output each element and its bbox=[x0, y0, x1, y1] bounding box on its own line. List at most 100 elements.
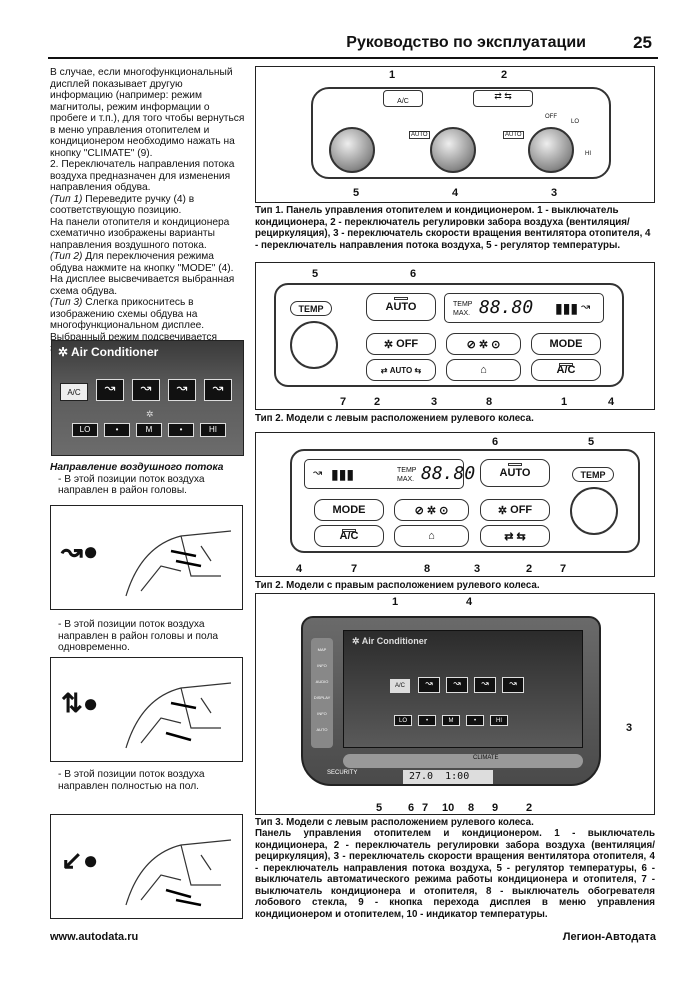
climate-button[interactable]: CLIMATE bbox=[473, 755, 499, 761]
ac-button[interactable]: A/C bbox=[60, 383, 88, 401]
ac-button[interactable]: A/C bbox=[390, 679, 410, 693]
callout-2: 2 bbox=[526, 563, 533, 575]
temperature-dial[interactable] bbox=[290, 321, 338, 369]
display-temp-value: 88.80 bbox=[421, 463, 476, 484]
callout-2: 2 bbox=[526, 802, 533, 814]
face-mode-icon[interactable]: ↝ bbox=[96, 379, 124, 401]
defroster-button[interactable]: ⌂ bbox=[394, 525, 469, 547]
airflow-heading: Направление воздушного потока bbox=[50, 462, 224, 473]
fan-lo-button[interactable]: LO bbox=[72, 423, 98, 437]
fan-step-button[interactable]: • bbox=[418, 715, 436, 726]
mode-button[interactable]: MODE bbox=[314, 499, 384, 521]
callout-2: 2 bbox=[374, 396, 381, 408]
airflow-text-1: - В этой позиции поток воздуха направлен… bbox=[58, 473, 205, 497]
floor-defrost-mode-icon[interactable]: ↝ bbox=[502, 677, 524, 693]
fan-lo-button[interactable]: LO bbox=[394, 715, 412, 726]
temp-button[interactable]: TEMP bbox=[290, 301, 332, 316]
callout-6: 6 bbox=[410, 268, 417, 280]
defroster-button[interactable]: ⌂ bbox=[446, 359, 521, 381]
fan-speed-knob[interactable] bbox=[528, 127, 574, 173]
callout-7: 7 bbox=[340, 396, 347, 408]
side-button[interactable]: AUDIO bbox=[315, 679, 329, 684]
side-button[interactable]: MAP bbox=[317, 647, 327, 652]
fan-hi-button[interactable]: HI bbox=[200, 423, 226, 437]
ac-switch[interactable]: A/C bbox=[383, 90, 423, 107]
figure-type2-left: TEMP AUTO TEMP MAX. 88.80 ▮▮▮ ↝ ✲ OFF ⊘ … bbox=[255, 262, 655, 410]
airflow-icon: ↝ bbox=[313, 467, 323, 479]
fan-speed-switch[interactable]: ⊘ ✲ ⊙ bbox=[394, 499, 469, 521]
callout-8: 8 bbox=[486, 396, 493, 408]
off-button[interactable]: ✲ OFF bbox=[480, 499, 550, 521]
fan-level-icon: ▮▮▮ bbox=[555, 300, 579, 316]
auto-button[interactable]: AUTO bbox=[366, 293, 436, 321]
climate-display: TEMP MAX. 88.80 ▮▮▮ ↝ bbox=[444, 293, 604, 323]
side-button[interactable]: DISPLAY bbox=[313, 695, 331, 700]
callout-6: 6 bbox=[408, 802, 415, 814]
security-label: SECURITY bbox=[327, 770, 358, 776]
car-interior-drawing bbox=[125, 839, 232, 907]
temp-button[interactable]: TEMP bbox=[572, 467, 614, 482]
fan-step-button[interactable]: • bbox=[168, 423, 194, 437]
lo-label: LO bbox=[571, 119, 580, 125]
paragraph: В случае, если многофункциональный диспл… bbox=[50, 67, 245, 159]
figure-type3-description: Панель управления отопителем и кондицион… bbox=[255, 828, 655, 920]
bilevel-mode-icon[interactable]: ↝ bbox=[446, 677, 468, 693]
callout-7: 7 bbox=[560, 563, 567, 575]
figure-type1-panel: A/C ⇄ ⇆ AUTO AUTO OFF LO HI 1 2 3 4 5 bbox=[255, 66, 655, 203]
display-temp-value: 88.80 bbox=[479, 297, 534, 318]
face-mode-icon[interactable]: ↝ bbox=[418, 677, 440, 693]
paragraph: (Тип 1) Переведите ручку (4) в соответст… bbox=[50, 193, 195, 217]
side-button[interactable]: AUTO bbox=[316, 727, 328, 732]
paragraph: 2. Переключатель направления потока возд… bbox=[50, 159, 235, 193]
fan-speed-switch[interactable]: ⊘ ✲ ⊙ bbox=[446, 333, 521, 355]
page-number: 25 bbox=[633, 33, 652, 52]
temperature-dial[interactable] bbox=[570, 487, 618, 535]
ac-button[interactable]: A/C bbox=[314, 525, 384, 547]
page-header: Руководство по эксплуатации 25 bbox=[48, 33, 658, 59]
side-button-column: MAP INFO AUDIO DISPLAY INFO AUTO bbox=[311, 638, 333, 748]
fan-icon: ✲ bbox=[352, 636, 360, 646]
fan-m-button[interactable]: M bbox=[136, 423, 162, 437]
fan-icon: ✲ bbox=[58, 345, 69, 359]
callout-4: 4 bbox=[608, 396, 615, 408]
figure-type1-caption: Тип 1. Панель управления отопителем и ко… bbox=[255, 205, 651, 251]
floor-defrost-mode-icon[interactable]: ↝ bbox=[204, 379, 232, 401]
airflow-figure-floor: ↙● bbox=[50, 814, 243, 919]
side-button[interactable]: INFO bbox=[317, 663, 327, 668]
floor-mode-icon[interactable]: ↝ bbox=[474, 677, 496, 693]
callout-1: 1 bbox=[561, 396, 568, 408]
off-button[interactable]: ✲ OFF bbox=[366, 333, 436, 355]
left-text-block: В случае, если многофункциональный диспл… bbox=[50, 67, 246, 354]
callout-3: 3 bbox=[431, 396, 438, 408]
recirculation-switch[interactable]: ⇄ AUTO ⇆ bbox=[366, 359, 436, 381]
fan-step-button[interactable]: • bbox=[466, 715, 484, 726]
floor-mode-icon[interactable]: ↝ bbox=[168, 379, 196, 401]
callout-9: 9 bbox=[492, 802, 499, 814]
callout-3: 3 bbox=[551, 187, 558, 199]
callout-4: 4 bbox=[466, 596, 473, 608]
floor-airflow-icon: ↙● bbox=[61, 845, 99, 875]
figure-type3-panel: MAP INFO AUDIO DISPLAY INFO AUTO ✲ Air C… bbox=[255, 593, 655, 815]
side-button[interactable]: INFO bbox=[317, 711, 327, 716]
bilevel-mode-icon[interactable]: ↝ bbox=[132, 379, 160, 401]
auto-button[interactable]: AUTO bbox=[480, 459, 550, 487]
auto-indicator: AUTO bbox=[409, 131, 430, 139]
airflow-text-3: - В этой позиции поток воздуха направлен… bbox=[58, 769, 205, 792]
airflow-direction-knob[interactable] bbox=[430, 127, 476, 173]
callout-1: 1 bbox=[392, 596, 399, 608]
temperature-knob[interactable] bbox=[329, 127, 375, 173]
hvac-panel-type2: TEMP AUTO TEMP MAX. 88.80 ▮▮▮ ↝ ✲ OFF ⊘ … bbox=[274, 283, 624, 387]
callout-8: 8 bbox=[424, 563, 431, 575]
fan-hi-button[interactable]: HI bbox=[490, 715, 508, 726]
fan-step-button[interactable]: • bbox=[104, 423, 130, 437]
hvac-panel-type2-rhd: ↝ ▮▮▮ TEMP MAX. 88.80 AUTO TEMP MODE ⊘ ✲… bbox=[290, 449, 640, 553]
display-max-label: MAX. bbox=[453, 310, 471, 317]
fan-m-button[interactable]: M bbox=[442, 715, 460, 726]
recirculation-switch[interactable]: ⇄ ⇆ bbox=[480, 525, 550, 547]
ac-button[interactable]: A/C bbox=[531, 359, 601, 381]
footer-url[interactable]: www.autodata.ru bbox=[50, 931, 139, 943]
recirculation-switch[interactable]: ⇄ ⇆ bbox=[473, 90, 533, 107]
mode-button[interactable]: MODE bbox=[531, 333, 601, 355]
airflow-text-2: - В этой позиции поток воздуха направлен… bbox=[58, 619, 219, 653]
footer-publisher: Легион-Автодата bbox=[562, 931, 656, 943]
